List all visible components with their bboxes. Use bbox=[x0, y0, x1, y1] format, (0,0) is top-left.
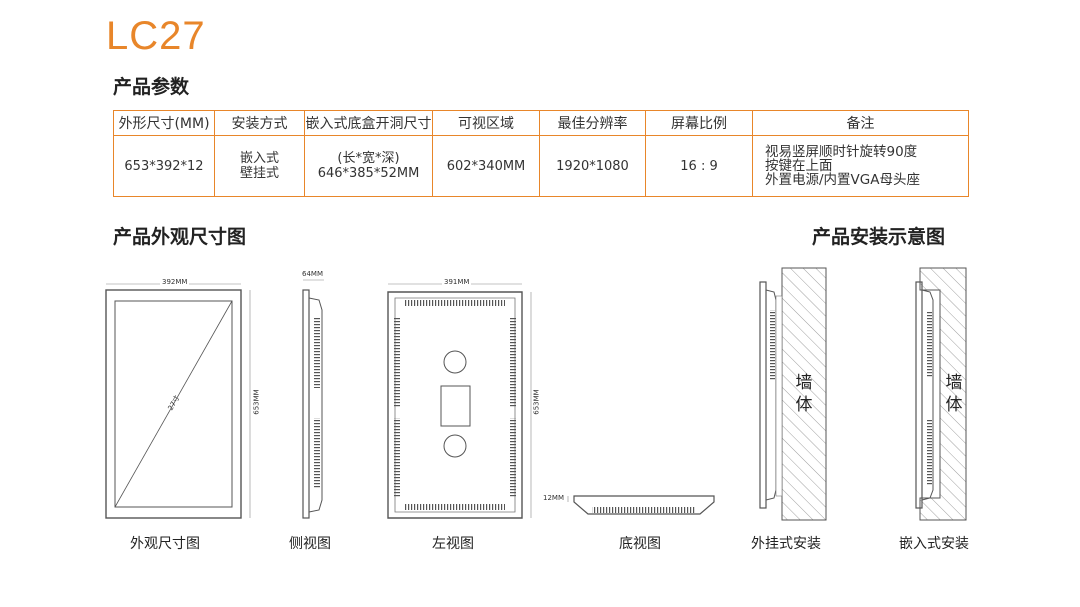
embed-mount-wall bbox=[919, 267, 967, 521]
embed-mount-back bbox=[921, 289, 934, 501]
back-left-upper-vents bbox=[394, 318, 400, 408]
header-note: 备注 bbox=[752, 110, 969, 136]
mount-embedded: 嵌入式 bbox=[239, 151, 279, 166]
spec-table: 外形尺寸(MM) 安装方式 嵌入式底盒开洞尺寸 可视区域 最佳分辨率 屏幕比例 … bbox=[113, 110, 969, 197]
back-right-lower-vents bbox=[510, 418, 516, 498]
wall-char-2: 体 bbox=[945, 395, 963, 415]
left-view-caption: 左视图 bbox=[432, 536, 474, 552]
cell-ratio: 16 : 9 bbox=[645, 135, 753, 197]
back-left-lower-vents bbox=[394, 418, 400, 498]
side-view-drawing bbox=[302, 279, 324, 519]
wall-char-2: 体 bbox=[795, 395, 813, 415]
front-width-label: 392MM bbox=[160, 278, 190, 286]
wall-mount-wall-label: 墙 体 bbox=[795, 372, 813, 416]
cell-visible: 602*340MM bbox=[432, 135, 540, 197]
bottom-vents bbox=[592, 507, 696, 513]
wall-mount-bracket bbox=[775, 295, 783, 497]
bottom-view-drawing bbox=[567, 495, 715, 515]
side-depth-label: 64MM bbox=[302, 270, 323, 278]
back-lower-hole bbox=[443, 434, 467, 458]
cutout-value: 646*385*52MM bbox=[317, 166, 420, 181]
cell-size: 653*392*12 bbox=[113, 135, 215, 197]
cell-cutout: (长*宽*深) 646*385*52MM bbox=[304, 135, 433, 197]
front-screen bbox=[114, 300, 233, 508]
embed-mount-caption: 嵌入式安装 bbox=[899, 536, 969, 552]
side-upper-vents bbox=[314, 318, 320, 388]
front-view-caption: 外观尺寸图 bbox=[130, 536, 200, 552]
side-back-cover bbox=[308, 297, 323, 513]
back-right-upper-vents bbox=[510, 318, 516, 408]
back-height-label: 653MM bbox=[532, 389, 541, 415]
spec-value-row: 653*392*12 嵌入式 壁挂式 (长*宽*深) 646*385*52MM … bbox=[113, 135, 969, 197]
back-bottom-vents bbox=[405, 504, 505, 510]
note-line-3: 外置电源/内置VGA母头座 bbox=[765, 172, 920, 188]
wall-mount-drawing bbox=[759, 267, 827, 521]
cell-note: 视易竖屏顺时针旋转90度 按键在上面 外置电源/内置VGA母头座 bbox=[752, 135, 969, 197]
install-section-title: 产品安装示意图 bbox=[812, 226, 946, 248]
bottom-view-caption: 底视图 bbox=[619, 536, 661, 552]
back-connector-box bbox=[440, 385, 471, 427]
back-inner-frame bbox=[394, 297, 516, 513]
note-line-2: 按键在上面 bbox=[765, 158, 833, 174]
note-line-1: 视易竖屏顺时针旋转90度 bbox=[765, 144, 918, 160]
model-title: LC27 bbox=[106, 14, 206, 58]
cutout-format: (长*宽*深) bbox=[337, 151, 400, 166]
embed-mount-panel bbox=[915, 281, 923, 509]
mount-wall: 壁挂式 bbox=[239, 166, 279, 181]
side-view-caption: 侧视图 bbox=[289, 536, 331, 552]
embed-mount-wall-label: 墙 体 bbox=[945, 372, 963, 416]
back-upper-hole bbox=[443, 350, 467, 374]
left-view-drawing bbox=[387, 283, 532, 519]
params-section-title: 产品参数 bbox=[113, 76, 190, 98]
cell-mount: 嵌入式 壁挂式 bbox=[214, 135, 305, 197]
header-visible: 可视区域 bbox=[432, 110, 540, 136]
embed-mount-drawing bbox=[915, 267, 967, 521]
wall-mount-caption: 外挂式安装 bbox=[751, 536, 821, 552]
back-width-label: 391MM bbox=[442, 278, 472, 286]
back-top-vents bbox=[405, 300, 505, 306]
wall-mount-panel bbox=[759, 281, 767, 509]
embed-mount-lower-vents bbox=[927, 420, 932, 486]
bottom-depth-label: 12MM bbox=[543, 494, 564, 502]
bottom-outline bbox=[573, 495, 715, 515]
spec-header-row: 外形尺寸(MM) 安装方式 嵌入式底盒开洞尺寸 可视区域 最佳分辨率 屏幕比例 … bbox=[113, 110, 969, 136]
front-height-label: 653MM bbox=[252, 389, 261, 415]
front-outer-frame bbox=[105, 289, 242, 519]
wall-char-1: 墙 bbox=[795, 373, 813, 393]
wall-mount-vents bbox=[770, 310, 775, 380]
back-outer-frame bbox=[387, 291, 523, 519]
embed-mount-upper-vents bbox=[927, 312, 932, 378]
dims-section-title: 产品外观尺寸图 bbox=[113, 226, 247, 248]
side-panel bbox=[302, 289, 310, 519]
front-diagonal bbox=[114, 300, 233, 508]
wall-char-1: 墙 bbox=[945, 373, 963, 393]
header-ratio: 屏幕比例 bbox=[645, 110, 753, 136]
side-lower-vents bbox=[314, 418, 320, 488]
